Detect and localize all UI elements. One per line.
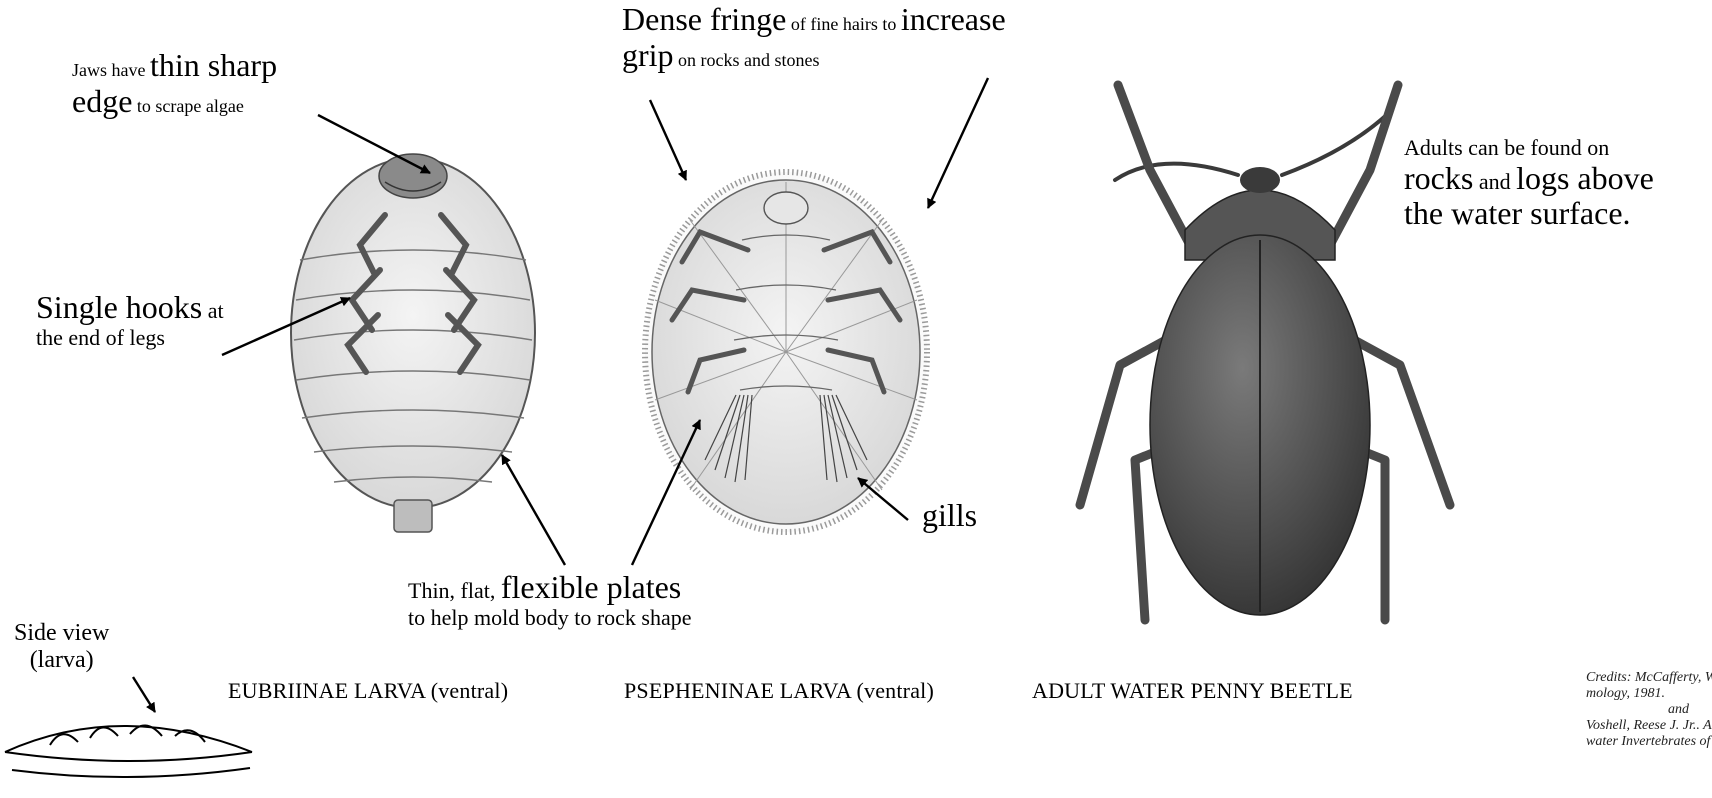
fringe-label-big-3: grip xyxy=(622,37,674,73)
adults-label-big-2: logs above xyxy=(1516,160,1654,196)
psepheninae-larva-illustration xyxy=(645,172,927,532)
arrow-fringe-left xyxy=(650,100,686,180)
adults-label: Adults can be found on rocks and logs ab… xyxy=(1404,136,1654,232)
fringe-label-small-2: on rocks and stones xyxy=(674,50,820,70)
plates-label-small: Thin, flat, xyxy=(408,578,501,603)
arrow-plates-left xyxy=(502,455,565,565)
hooks-label-line2: the end of legs xyxy=(36,325,165,350)
credits-block: Credits: McCafferty, W. mology, 1981. an… xyxy=(1586,670,1712,750)
fringe-label-big-2: increase xyxy=(901,1,1006,37)
side-view-label-line2: (larva) xyxy=(30,647,94,673)
adult-beetle-illustration xyxy=(1080,85,1450,620)
arrow-side-view xyxy=(133,677,155,712)
arrow-fringe-right xyxy=(928,78,988,208)
credits-line1: Credits: McCafferty, W. xyxy=(1586,670,1712,686)
hooks-label-small: at xyxy=(202,298,223,323)
hooks-label: Single hooks at the end of legs xyxy=(36,290,224,350)
arrow-jaws xyxy=(318,115,430,173)
side-view-label-line1: Side view xyxy=(14,620,109,646)
jaws-label-big-1: thin sharp xyxy=(150,47,277,83)
jaws-label: Jaws have thin sharp edge to scrape alga… xyxy=(72,48,277,120)
caption-eubriinae: EUBRIINAE LARVA (ventral) xyxy=(228,678,508,704)
adults-label-line3: the water surface. xyxy=(1404,195,1631,231)
fringe-label: Dense fringe of fine hairs to increase g… xyxy=(622,2,1006,74)
side-view-label: Side view (larva) xyxy=(14,620,109,674)
adults-label-big-1: rocks xyxy=(1404,160,1473,196)
side-view-larva-sketch xyxy=(5,725,252,777)
credits-line5: water Invertebrates of No xyxy=(1586,734,1712,750)
plates-label-line2: to help mold body to rock shape xyxy=(408,605,692,630)
hooks-label-big: Single hooks xyxy=(36,289,202,325)
plates-label-big: flexible plates xyxy=(501,569,681,605)
gills-label: gills xyxy=(922,498,977,534)
fringe-label-small-1: of fine hairs to xyxy=(786,14,900,34)
adults-label-line1: Adults can be found on xyxy=(1404,135,1609,160)
caption-psepheninae: PSEPHENINAE LARVA (ventral) xyxy=(624,678,934,704)
caption-adult: ADULT WATER PENNY BEETLE xyxy=(1032,678,1353,704)
adults-label-small: and xyxy=(1473,169,1516,194)
jaws-label-big-2: edge xyxy=(72,83,132,119)
jaws-label-small-1: Jaws have xyxy=(72,60,150,80)
fringe-label-big-1: Dense fringe xyxy=(622,1,786,37)
credits-line3: and xyxy=(1586,702,1712,718)
plates-label: Thin, flat, flexible plates to help mold… xyxy=(408,570,692,630)
credits-line2: mology, 1981. xyxy=(1586,686,1712,702)
jaws-label-small-2: to scrape algae xyxy=(132,96,243,116)
eubriinae-larva-illustration xyxy=(291,154,535,532)
credits-line4: Voshell, Reese J. Jr.. A G xyxy=(1586,718,1712,734)
